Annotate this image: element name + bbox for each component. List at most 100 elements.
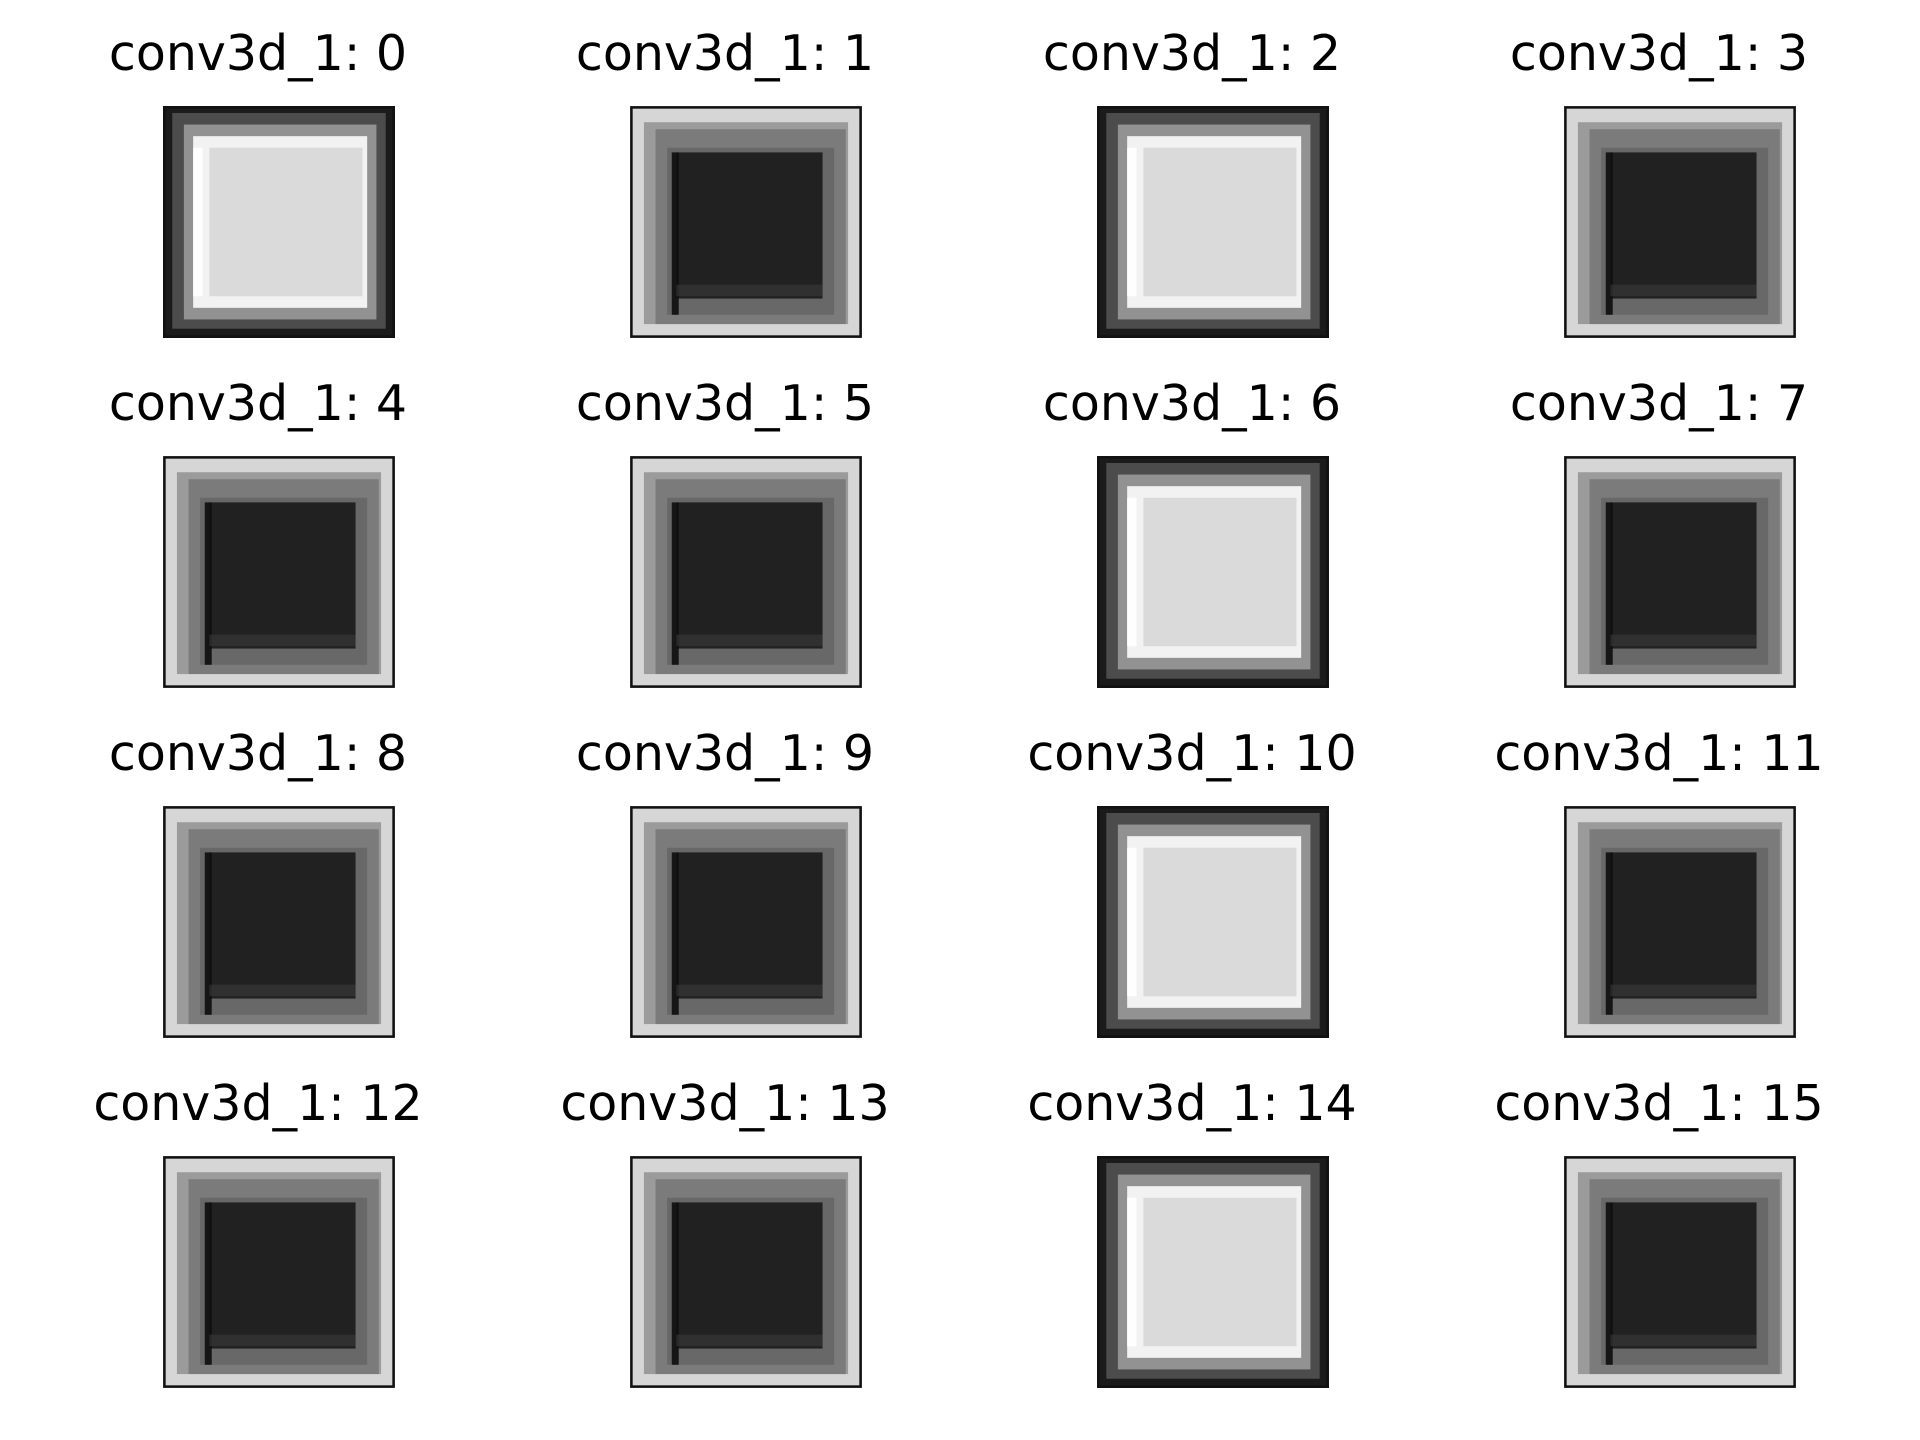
map-core-edge <box>204 502 212 665</box>
map-frame <box>630 456 862 688</box>
map-core <box>209 852 356 999</box>
map-core-edge <box>1605 502 1613 665</box>
map-core-bottom <box>209 634 356 647</box>
map-core-edge <box>193 147 203 297</box>
map-core-edge <box>1605 852 1613 1015</box>
map-core-bottom <box>1610 984 1757 997</box>
map-core-bottom <box>209 1334 356 1347</box>
map-frame <box>1564 806 1796 1038</box>
map-core-bottom <box>1610 1334 1757 1347</box>
map-frame <box>163 1156 395 1388</box>
feature-map-panel: conv3d_1: 4 <box>22 350 494 702</box>
feature-map-image <box>630 456 862 688</box>
feature-map-panel: conv3d_1: 9 <box>489 700 961 1052</box>
map-core <box>1610 502 1757 649</box>
map-core <box>209 502 356 649</box>
panel-title: conv3d_1: 10 <box>1027 725 1357 782</box>
map-core <box>1610 1202 1757 1349</box>
panel-title: conv3d_1: 9 <box>575 725 875 782</box>
feature-map-panel: conv3d_1: 14 <box>956 1050 1428 1402</box>
map-core <box>209 147 363 297</box>
panel-title: conv3d_1: 7 <box>1509 375 1809 432</box>
map-core <box>676 152 823 299</box>
map-core <box>676 502 823 649</box>
map-frame <box>1097 456 1329 688</box>
map-frame <box>630 806 862 1038</box>
feature-map-image <box>163 806 395 1038</box>
feature-map-panel: conv3d_1: 7 <box>1423 350 1895 702</box>
map-core-bottom <box>676 1334 823 1347</box>
map-core-edge <box>1127 497 1137 647</box>
feature-map-image <box>1097 456 1329 688</box>
feature-map-panel: conv3d_1: 5 <box>489 350 961 702</box>
map-frame <box>1097 1156 1329 1388</box>
map-core <box>676 1202 823 1349</box>
panel-title: conv3d_1: 4 <box>108 375 408 432</box>
map-core-edge <box>671 152 679 315</box>
map-core <box>1610 152 1757 299</box>
feature-map-image <box>1564 1156 1796 1388</box>
feature-map-panel: conv3d_1: 2 <box>956 0 1428 352</box>
panel-title: conv3d_1: 6 <box>1042 375 1342 432</box>
panel-title: conv3d_1: 3 <box>1509 25 1809 82</box>
map-frame <box>630 1156 862 1388</box>
feature-map-image <box>1564 106 1796 338</box>
map-core-edge <box>671 852 679 1015</box>
map-core-bottom <box>676 284 823 297</box>
panel-title: conv3d_1: 11 <box>1494 725 1824 782</box>
feature-map-image <box>630 106 862 338</box>
map-frame <box>163 806 395 1038</box>
map-core-edge <box>1127 147 1137 297</box>
map-core-edge <box>204 1202 212 1365</box>
map-core <box>1143 1197 1297 1347</box>
panel-title: conv3d_1: 1 <box>575 25 875 82</box>
map-core-bottom <box>676 634 823 647</box>
feature-map-panel: conv3d_1: 12 <box>22 1050 494 1402</box>
map-core-edge <box>671 1202 679 1365</box>
map-core <box>1610 852 1757 999</box>
panel-title: conv3d_1: 8 <box>108 725 408 782</box>
feature-map-panel: conv3d_1: 0 <box>22 0 494 352</box>
map-core-bottom <box>676 984 823 997</box>
feature-map-image <box>163 1156 395 1388</box>
map-core-bottom <box>209 984 356 997</box>
map-frame <box>163 456 395 688</box>
feature-map-image <box>1564 456 1796 688</box>
feature-map-panel: conv3d_1: 3 <box>1423 0 1895 352</box>
feature-map-image <box>1097 106 1329 338</box>
panel-title: conv3d_1: 14 <box>1027 1075 1357 1132</box>
panel-title: conv3d_1: 0 <box>108 25 408 82</box>
map-frame <box>163 106 395 338</box>
map-core <box>1143 497 1297 647</box>
map-core-edge <box>1605 152 1613 315</box>
feature-map-panel: conv3d_1: 8 <box>22 700 494 1052</box>
feature-map-image <box>1097 1156 1329 1388</box>
feature-map-image <box>1097 806 1329 1038</box>
map-frame <box>1564 456 1796 688</box>
map-core-edge <box>1127 1197 1137 1347</box>
map-core-bottom <box>1610 284 1757 297</box>
map-core-edge <box>671 502 679 665</box>
feature-map-image <box>630 1156 862 1388</box>
panel-title: conv3d_1: 5 <box>575 375 875 432</box>
map-core-edge <box>1605 1202 1613 1365</box>
feature-map-panel: conv3d_1: 6 <box>956 350 1428 702</box>
panel-title: conv3d_1: 2 <box>1042 25 1342 82</box>
map-core-bottom <box>1610 634 1757 647</box>
map-core-edge <box>204 852 212 1015</box>
feature-map-image <box>163 106 395 338</box>
map-core <box>209 1202 356 1349</box>
map-frame <box>1564 1156 1796 1388</box>
panel-title: conv3d_1: 15 <box>1494 1075 1824 1132</box>
map-core <box>676 852 823 999</box>
feature-map-panel: conv3d_1: 11 <box>1423 700 1895 1052</box>
feature-map-image <box>630 806 862 1038</box>
feature-map-panel: conv3d_1: 15 <box>1423 1050 1895 1402</box>
map-core-edge <box>1127 847 1137 997</box>
map-core <box>1143 847 1297 997</box>
feature-map-panel: conv3d_1: 13 <box>489 1050 961 1402</box>
map-core <box>1143 147 1297 297</box>
feature-map-image <box>163 456 395 688</box>
map-frame <box>630 106 862 338</box>
